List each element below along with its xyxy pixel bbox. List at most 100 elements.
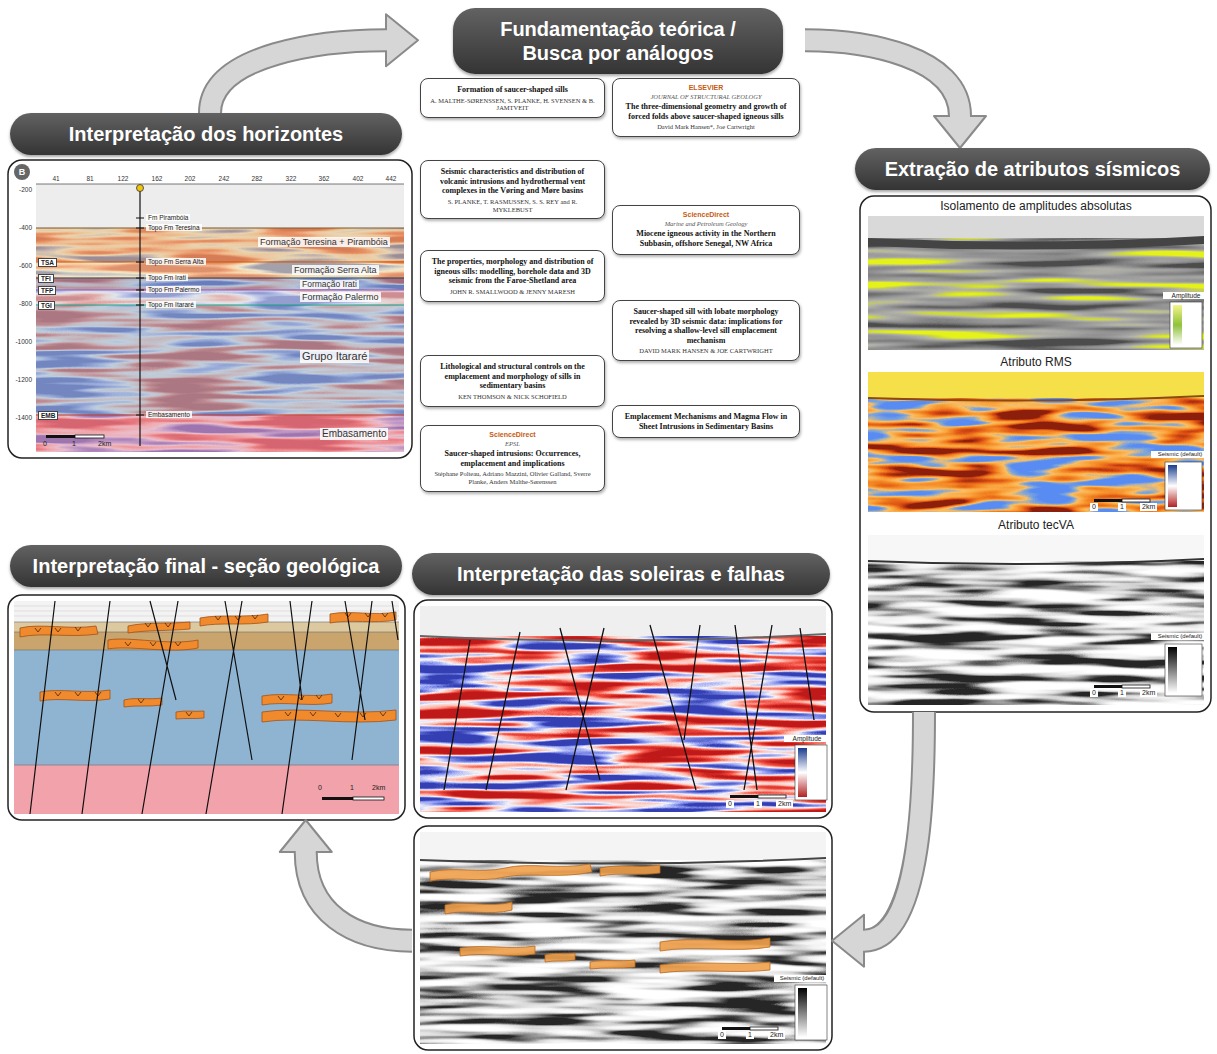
scale-label: 0 [718, 1031, 726, 1039]
sill-body [40, 690, 110, 701]
arrow-head [832, 915, 864, 967]
card-text: Stéphane Polteau, Adriano Mazzini, Olivi… [428, 470, 597, 486]
attribute-panel [868, 216, 1204, 238]
horizon-tag: EMB [38, 411, 58, 420]
axis-number: 122 [113, 175, 133, 182]
card-text: S. PLANKE, T. RASMUSSEN, S. S. REY and R… [428, 198, 597, 214]
attribute-panel [1094, 685, 1122, 688]
panel-letter: B [16, 167, 28, 177]
stage-header: Extração de atributos sísmicos [855, 148, 1210, 190]
geologic-section [8, 595, 405, 820]
horizon-line [36, 261, 404, 262]
process-stage: Fundamentação teórica / Busca por análog… [418, 8, 805, 545]
axis-number: 362 [314, 175, 334, 182]
well-track [136, 185, 144, 447]
scale-label: 2km [98, 440, 111, 448]
attribute-panel [868, 236, 1204, 250]
fault-line [444, 625, 814, 790]
scale-label: 0 [1090, 503, 1098, 511]
depth-number: -200 [6, 186, 32, 193]
horizon-tag: TSA [38, 258, 57, 267]
card-text: JOURNAL OF STRUCTURAL GEOLOGY [620, 93, 792, 101]
well-track [137, 185, 144, 192]
well-marker: Topo Fm Itararé [146, 301, 196, 308]
card-text: Lithological and structural controls on … [428, 362, 597, 391]
sill-body [445, 902, 512, 914]
arrow-body [805, 40, 960, 119]
well-marker: Topo Fm Irati [146, 274, 188, 281]
card-text: ScienceDirect [620, 211, 792, 219]
sill-body [600, 865, 660, 876]
horizon-line [36, 289, 404, 290]
well-marker: Topo Fm Serra Alta [146, 258, 206, 265]
formation-name: Formação Palermo [300, 292, 381, 302]
card-text: ScienceDirect [428, 431, 597, 439]
sill-body [330, 612, 396, 623]
seismic-fault-panel [795, 745, 827, 800]
scale-label: 0 [318, 784, 322, 792]
attribute-panel [868, 535, 1204, 561]
arrow-head [934, 116, 986, 148]
scale-label: 2km [1140, 689, 1157, 697]
seismic-fault-panel [758, 795, 786, 798]
formation-name: Formação Serra Alta [292, 265, 379, 275]
attribute-panel [1122, 499, 1150, 502]
reference-card: ScienceDirectMarine and Petroleum Geolog… [612, 205, 800, 255]
horizons-panel [36, 184, 404, 452]
attribute-panel [1165, 644, 1202, 696]
axis-number: 322 [281, 175, 301, 182]
horizon-line [36, 414, 404, 415]
card-text: JOHN R. SMALLWOOD & JENNY MARESH [428, 288, 597, 296]
horizons-panel [14, 164, 30, 180]
attribute-panel [1170, 302, 1202, 348]
seismic-fault-panel [730, 795, 758, 798]
igneous-symbol [35, 613, 388, 717]
attribute-panel [860, 196, 1211, 712]
depth-number: -600 [6, 262, 32, 269]
sill-body [20, 626, 98, 637]
card-text: Seismic characteristics and distribution… [428, 167, 597, 196]
sill-seismic-panel [795, 985, 827, 1040]
attribute-panel [868, 535, 1204, 705]
reference-card: The properties, morphology and distribut… [420, 250, 605, 302]
seismic-fault-panel [798, 748, 807, 797]
scale-label: 0 [1090, 689, 1098, 697]
geologic-section [353, 797, 384, 800]
well-track [139, 188, 140, 446]
well-marker: Topo Fm Teresina [146, 224, 202, 231]
attribute-panel [868, 372, 1204, 398]
scale-label: 1 [746, 1031, 754, 1039]
formation-band [36, 228, 404, 262]
cycle-arrow [210, 14, 418, 113]
image-title: Atributo RMS [868, 356, 1204, 370]
arrow-head [280, 820, 332, 852]
sill-seismic-panel [750, 1027, 778, 1030]
attribute-panel [868, 559, 1204, 564]
formation-band [36, 415, 404, 452]
seismic-fault-panel [414, 600, 832, 818]
geologic-section [8, 595, 405, 820]
fault-line [30, 601, 398, 814]
arrow-body [861, 712, 924, 941]
sill-body [660, 962, 770, 973]
depth-number: -800 [6, 300, 32, 307]
horizons-panel [36, 184, 404, 185]
sill-body [262, 710, 396, 722]
card-text: EPSL [428, 440, 597, 448]
stage-header: Fundamentação teórica / Busca por análog… [453, 8, 783, 74]
card-text: The properties, morphology and distribut… [428, 257, 597, 286]
axis-number: 402 [348, 175, 368, 182]
axis-number: 282 [247, 175, 267, 182]
horizon-line [36, 227, 404, 228]
reference-card: Lithological and structural controls on … [420, 355, 605, 407]
horizons-panel [46, 435, 75, 438]
scale-label: 2km [776, 800, 793, 808]
card-text: Formation of saucer-shaped sills [428, 85, 597, 95]
card-text: ELSEVIER [620, 84, 792, 92]
process-stage: Interpretação final - seção geológica [8, 545, 405, 820]
attribute-panel [1094, 499, 1122, 502]
card-text: DAVID MARK HANSEN & JOE CARTWRIGHT [620, 347, 792, 355]
arrow-body [210, 40, 389, 113]
card-text: Saucer-shaped sill with lobate morpholog… [620, 307, 792, 345]
